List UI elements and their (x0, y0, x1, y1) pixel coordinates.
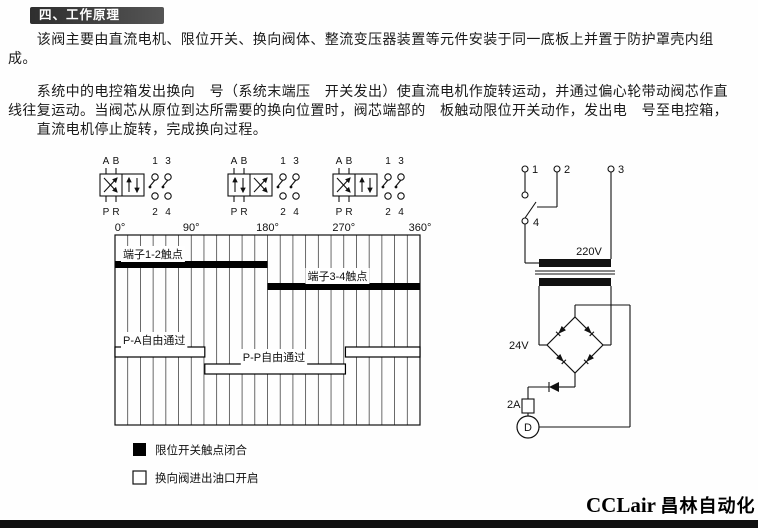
transformer-secondary-winding (539, 278, 611, 286)
terminal-contact (292, 173, 300, 181)
terminal-contact (384, 173, 392, 181)
body-line: 成。 (8, 50, 37, 66)
terminal-label-1: 1 (280, 156, 286, 167)
terminal-1-label: 1 (532, 164, 538, 176)
bridge-diode (555, 326, 566, 337)
section-title: 四、工作原理 (39, 8, 121, 22)
valve-symbol-180deg: A B P R 1 3 2 4 (227, 156, 300, 218)
circuit-wires (524, 172, 631, 428)
terminal-contact (164, 192, 172, 200)
svg-text:0°: 0° (115, 222, 126, 234)
terminal-label-3: 3 (165, 156, 171, 167)
legend-closed-swatch (133, 443, 146, 456)
circuit-diagram: 1 2 3 4 220V 24V 2A D (507, 164, 631, 439)
terminal-contact (279, 173, 287, 181)
port-label-r: R (112, 207, 119, 218)
terminal-label-2: 2 (385, 207, 391, 218)
port-label-r: R (345, 207, 352, 218)
port-label-a: A (336, 156, 343, 167)
bridge-diode (583, 354, 594, 365)
terminal-4 (521, 217, 529, 225)
valve-symbol-360deg: A B P R 1 3 2 4 (332, 156, 405, 218)
body-line: 直流电机停止旋转，完成换向过程。 (8, 121, 268, 137)
body-line: 系统中的电控箱发出换向 号（系统末端压 开关发出）使直流电机作旋转运动，并通过偏… (8, 83, 728, 99)
terminal-3-label: 3 (618, 164, 624, 176)
brand-name-en: CCLair (586, 493, 656, 517)
switch-contact (521, 191, 529, 199)
bridge-diode (584, 326, 595, 337)
body-text: 该阀主要由直流电机、限位开关、换向阀体、整流变压器装置等元件安装于同一底板上并置… (8, 30, 756, 139)
valve-symbol-0deg: A B P R 1 3 2 4 (99, 156, 172, 218)
port-label-p: P (336, 207, 343, 218)
svg-text:270°: 270° (332, 222, 355, 234)
svg-text:90°: 90° (183, 222, 200, 234)
terminal-contact (164, 173, 172, 181)
terminal-contact (292, 192, 300, 200)
terminal-3 (607, 165, 615, 173)
bridge-diode (556, 354, 567, 365)
terminal-2-label: 2 (564, 164, 570, 176)
legend-open-label: 换向阀进出油口开启 (155, 471, 259, 485)
primary-voltage-label: 220V (576, 246, 602, 258)
port-label-r: R (240, 207, 247, 218)
bridge-rectifier (546, 316, 604, 374)
port-label-b: B (113, 156, 120, 167)
terminal-label-4: 4 (398, 207, 404, 218)
port-label-b: B (346, 156, 353, 167)
terminal-label-2: 2 (152, 207, 158, 218)
terminal-label-4: 4 (165, 207, 171, 218)
terminal-contact (151, 192, 159, 200)
port-label-a: A (231, 156, 238, 167)
terminal-label-1: 1 (152, 156, 158, 167)
body-line: 线往复运动。当阀芯从原位到达所需要的换向位置时，阀芯端部的 板触动限位开关动作，… (8, 102, 728, 118)
legend: 限位开关触点闭合 换向阀进出油口开启 (132, 443, 259, 485)
port-label-p: P (231, 207, 238, 218)
valve-timing-diagram: A B P R 1 3 2 4 (99, 156, 432, 485)
terminal-1 (521, 165, 529, 173)
svg-text:P-P自由通过: P-P自由通过 (243, 350, 305, 364)
port-label-p: P (103, 207, 110, 218)
terminal-contact (151, 173, 159, 181)
motor-label: D (524, 422, 532, 434)
terminal-label-3: 3 (293, 156, 299, 167)
svg-text:端子3-4触点: 端子3-4触点 (308, 269, 368, 283)
fuse-rating-label: 2A (507, 399, 521, 411)
section-title-bar: 四、工作原理 (30, 7, 164, 24)
brand-name-cn: 昌林自动化 (660, 496, 756, 516)
body-line: 该阀主要由直流电机、限位开关、换向阀体、整流变压器装置等元件安装于同一底板上并置… (8, 31, 714, 47)
svg-text:端子1-2触点: 端子1-2触点 (123, 247, 183, 261)
terminal-label-1: 1 (385, 156, 391, 167)
terminal-label-4: 4 (293, 207, 299, 218)
terminal-4-label: 4 (533, 217, 539, 229)
brand-logo: CCLair 昌林自动化 (586, 492, 755, 518)
terminal-contact (397, 192, 405, 200)
series-diode (548, 382, 559, 392)
terminal-contact (397, 173, 405, 181)
terminal-2 (553, 165, 561, 173)
port-label-b: B (241, 156, 248, 167)
svg-text:180°: 180° (256, 222, 279, 234)
port-label-a: A (103, 156, 110, 167)
terminal-label-2: 2 (280, 207, 286, 218)
terminal-contact (384, 192, 392, 200)
svg-text:360°: 360° (409, 222, 432, 234)
fuse (521, 398, 535, 414)
terminal-contact (279, 192, 287, 200)
terminal-label-3: 3 (398, 156, 404, 167)
transformer-primary-winding (539, 259, 611, 267)
legend-closed-label: 限位开关触点闭合 (155, 443, 247, 457)
legend-open-swatch (132, 470, 147, 485)
svg-text:P-A自由通过: P-A自由通过 (123, 333, 185, 347)
motor (516, 415, 540, 439)
page-bottom-rule (0, 520, 758, 528)
secondary-voltage-label: 24V (509, 340, 529, 352)
